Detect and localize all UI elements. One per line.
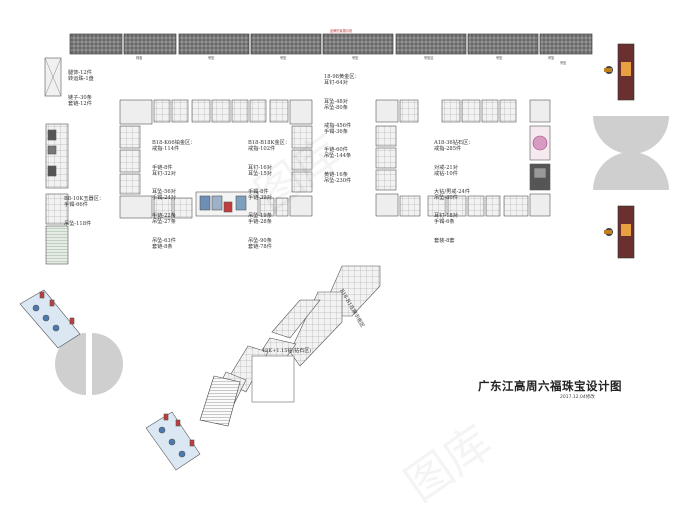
counter-label: 珠宝	[136, 55, 142, 60]
counter-label: 吊坠区	[424, 55, 434, 60]
bottom-left-decor-semicircles	[55, 333, 123, 395]
counter-label: 吊坠	[496, 55, 503, 60]
zone-note-jade: B8-10K玉器区：手镯-66件 吊坠-118件	[64, 196, 105, 227]
zone-note-diamond: A18-36钻石区：戒指-285件 对戒-21对戒钻-10件 大钻/男戒-24件…	[434, 140, 474, 244]
revision-date: 2017.12.04修改	[560, 395, 595, 400]
diagonal-label-2: 18K+1.15钻(钻石区)	[262, 347, 311, 354]
stairs	[199, 375, 241, 427]
top-wall-counters	[69, 33, 593, 55]
top-counter-labels: 珠宝 吊坠 吊坠 吊坠 吊坠区 吊坠 吊坠 吊坠	[136, 55, 567, 65]
drawing-title: 广东江高周六福珠宝设计图	[478, 379, 622, 393]
zone-note-left-top: 腿饰-12件转运珠-1盘 链子-30条套链-12件	[68, 70, 94, 107]
counter-label: 吊坠	[280, 55, 287, 60]
diagonal-counter-run	[209, 265, 381, 413]
right-feature-unit-top	[604, 43, 635, 101]
counter-label: 吊坠	[208, 55, 215, 60]
zone-note-18k: B18-B18K金区：戒指-102件 耳钉-16对耳坠-15对 手镯-8件手链-…	[248, 140, 291, 250]
service-counter-lower	[145, 411, 201, 471]
left-wall-units	[44, 57, 69, 265]
counter-ring-left	[119, 99, 313, 219]
counter-label: 吊坠	[560, 60, 567, 65]
zone-note-platinum: B18-K66铂金区：戒指-114件 手链-8件耳钉-32对 耳坠-56对手镯-…	[152, 140, 196, 250]
service-counter-upper	[19, 289, 81, 349]
central-counter-label: 品牌形象展示柜	[330, 28, 353, 33]
counter-label: 吊坠	[548, 55, 555, 60]
right-feature-unit-bottom	[604, 205, 635, 259]
counter-ring-right	[375, 99, 551, 217]
counter-label: 吊坠	[352, 55, 359, 60]
right-decor-semicircles	[593, 116, 669, 190]
floor-plan: 珠宝 吊坠 吊坠 吊坠 吊坠区 吊坠 吊坠 吊坠 品牌形象展示柜 B18-B1在…	[19, 28, 669, 471]
zone-note-gold: 18-98黄金区：耳钉-64对 耳坠-48对吊坠-80条 戒指-456件手镯-3…	[324, 74, 360, 184]
